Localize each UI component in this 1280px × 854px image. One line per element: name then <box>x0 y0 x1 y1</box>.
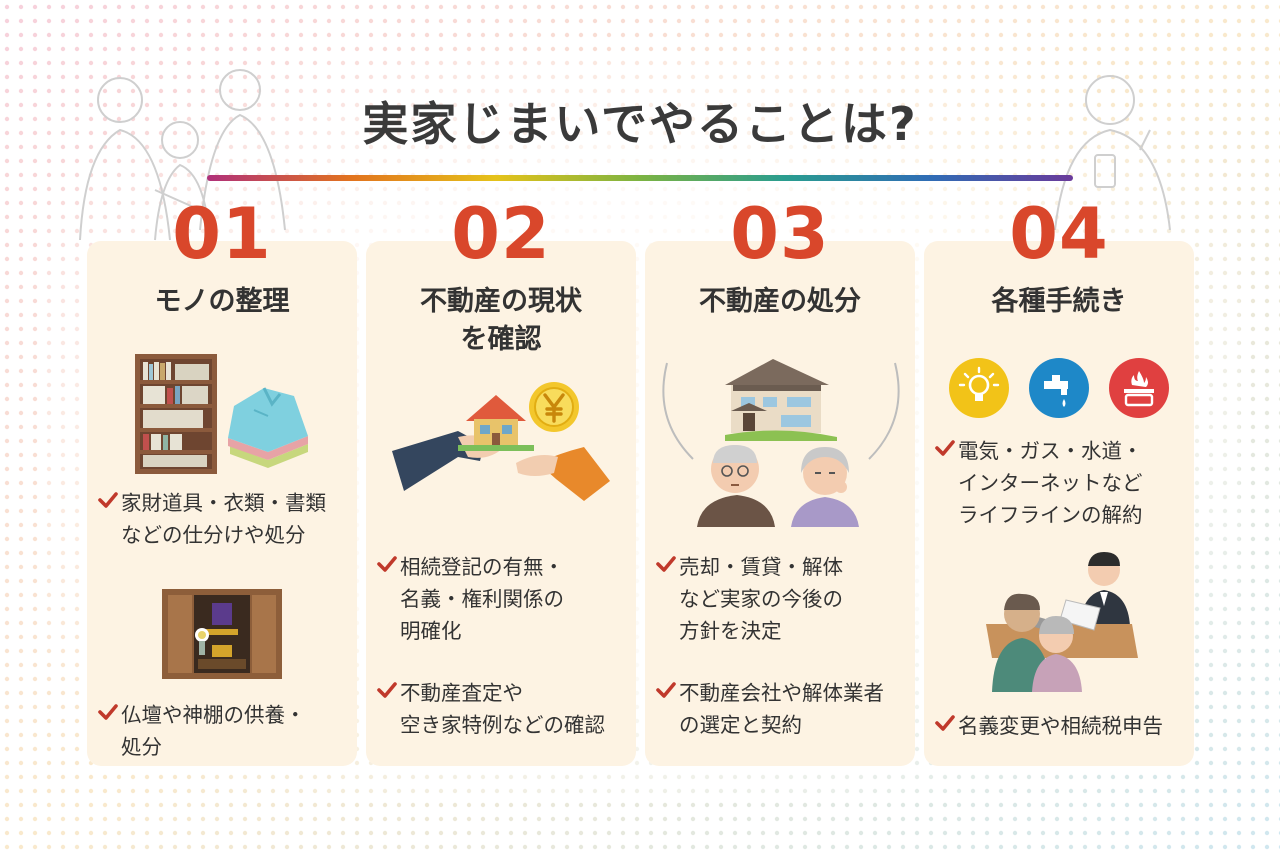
step-item: 不動産査定や 空き家特例などの確認 <box>376 677 638 741</box>
step-title: 不動産の処分 <box>699 286 861 317</box>
step-item: 名義変更や相続税申告 <box>934 710 1196 742</box>
step-number: 03 <box>730 193 830 275</box>
checkmark-icon <box>935 715 955 731</box>
water-faucet-icon <box>1029 358 1089 418</box>
step-card-04: 各種手続き 電気・ガス・水道・ インターネットなど ライフラインの解約 <box>924 241 1194 766</box>
step-card-02: 不動産の現状 を確認 相続登記の有無・ 名義・権利関係の 明確化 不動産査定や … <box>366 241 636 766</box>
yen-coin-icon <box>529 382 579 432</box>
step-item: 仏壇や神棚の供養・ 処分 <box>97 699 359 763</box>
step-title: 各種手続き <box>991 286 1127 317</box>
checkmark-icon <box>377 682 397 698</box>
step-item: 不動産会社や解体業者 の選定と契約 <box>655 677 917 741</box>
gas-stove-icon <box>1109 358 1169 418</box>
light-bulb-icon <box>949 358 1009 418</box>
checkmark-icon <box>656 682 676 698</box>
step-item: 家財道具・衣類・書類 などの仕分けや処分 <box>97 487 359 551</box>
thought-bubble-outline <box>662 362 900 460</box>
page-title: 実家じまいでやることは? <box>362 97 918 151</box>
step-card-03: 不動産の処分 売却・賃貸・解体 など実家の今後の 方針を決定 不動産会社や解体業… <box>645 241 915 766</box>
man-with-phone-sketch-illustration <box>1054 75 1171 230</box>
step-number: 02 <box>451 193 551 275</box>
step-item: 電気・ガス・水道・ インターネットなど ライフラインの解約 <box>934 435 1196 531</box>
bookshelf-illustration <box>135 354 217 474</box>
step-number: 04 <box>1009 193 1109 275</box>
checkmark-icon <box>98 492 118 508</box>
step-title: 不動産の現状 を確認 <box>420 286 582 355</box>
checkmark-icon <box>98 704 118 720</box>
checkmark-icon <box>377 556 397 572</box>
step-number: 01 <box>172 193 272 275</box>
checkmark-icon <box>656 556 676 572</box>
step-title: モノの整理 <box>154 286 290 317</box>
folded-clothes-illustration <box>228 387 308 468</box>
step-item: 相続登記の有無・ 名義・権利関係の 明確化 <box>376 551 638 647</box>
step-card-01: モノの整理 家財道具・衣類・書類 などの仕分けや処分 <box>87 241 357 766</box>
rainbow-divider <box>207 175 1073 181</box>
house-illustration <box>725 359 837 441</box>
consultation-illustration <box>986 552 1138 692</box>
house-handover-illustration <box>392 395 610 501</box>
checkmark-icon <box>935 440 955 456</box>
step-item: 売却・賃貸・解体 など実家の今後の 方針を決定 <box>655 551 917 647</box>
elderly-couple-illustration <box>697 445 859 527</box>
butsudan-illustration <box>162 589 282 679</box>
